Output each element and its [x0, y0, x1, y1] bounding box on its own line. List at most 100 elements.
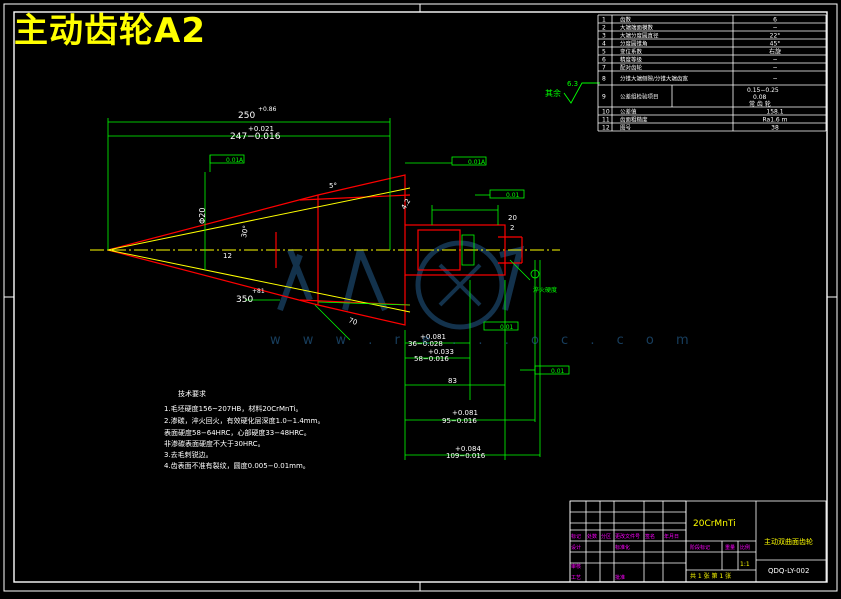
pt-row-value: 38 — [771, 125, 779, 132]
note-line-2: 2.渗碳，淬火回火，有效硬化层深度1.0−1.4mm。 — [164, 416, 324, 425]
dim-70-line — [317, 301, 411, 306]
tb-label: 设计 — [571, 544, 581, 551]
watermark-logo — [277, 240, 525, 330]
watermark-text: w w w . r e . . . o c . c o m — [270, 333, 698, 348]
dim-36-text: 36−0.028 — [408, 340, 443, 348]
fcf-2 — [451, 156, 487, 166]
title-block-grid — [569, 500, 827, 583]
fcf-4 — [483, 321, 519, 331]
title-block: 标记处数分区更改文件号签名年月日设计标准化审核工艺批准阶段标记重量比例 20Cr… — [569, 500, 827, 583]
fcf-6 — [461, 234, 475, 266]
pt-row-value: − — [772, 76, 777, 83]
pt-row-value: 45° — [770, 41, 781, 48]
upper-root — [299, 194, 411, 201]
pt-row-name: 精度等级 — [620, 56, 643, 64]
pt-row-no: 12 — [602, 125, 610, 132]
pt-row-no: 6 — [602, 57, 606, 64]
fcf-2-value: 0.01 — [468, 159, 482, 166]
tb-label: 批准 — [615, 574, 625, 581]
pt-row-value: − — [772, 57, 777, 64]
scale-text: 1:1 — [740, 561, 750, 568]
pt-row-value: 158.1 — [766, 109, 783, 116]
material-text: 20CrMnTi — [693, 519, 736, 529]
tb-label: 标准化 — [615, 544, 630, 551]
fcf-1-ref: A — [239, 157, 244, 164]
tb-stage-label: 重量 — [725, 544, 735, 551]
dim-58-up: +0.033 — [428, 348, 454, 356]
dim-109-up: +0.084 — [455, 445, 481, 453]
pt-row-value: 0.15−0.25 — [747, 87, 779, 94]
note-line-6: 4.齿表面不准有裂纹，圆度0.005−0.01mm。 — [164, 461, 310, 470]
fcf-1 — [209, 154, 245, 164]
pt-row-name: 图号 — [620, 124, 632, 132]
shaft-section — [417, 229, 461, 271]
fcf-2-ref: A — [481, 159, 486, 166]
dim-70-text: 70 — [347, 316, 358, 327]
dim-350-text: 350 — [236, 295, 253, 305]
dim-12: 12 — [223, 252, 232, 260]
cone-upper — [107, 174, 406, 251]
drawing-code: QDQ-LY-002 — [768, 567, 809, 575]
dim-250-tol: +0.86 — [258, 106, 277, 113]
dim-58-text: 58−0.016 — [414, 355, 449, 363]
notes-heading: 技术要求 — [178, 389, 206, 398]
dimension-texts: 250 +0.86 +0.021 247−0.016 Φ20 350 +81 7… — [198, 106, 557, 460]
fcf-4-value: 0.01 — [500, 324, 514, 331]
tb-stage-label: 阶段标记 — [690, 544, 710, 551]
pt-row-name: 齿数 — [620, 16, 632, 24]
side-leader — [509, 259, 531, 281]
surface-finish-symbol — [563, 82, 600, 104]
pt-row-no: 2 — [602, 25, 606, 32]
frame — [3, 3, 838, 592]
dim-phi-text: Φ20 — [198, 208, 207, 224]
pt-row-no: 5 — [602, 49, 606, 56]
pt-row-no: 7 — [602, 65, 606, 72]
pt-row-no: 8 — [602, 76, 606, 83]
pitch-lines — [107, 187, 411, 313]
pt-row-no: 11 — [602, 117, 610, 124]
feature-frames — [209, 154, 570, 375]
dim-5deg: 5° — [329, 182, 337, 190]
pt-row-no: 3 — [602, 33, 606, 40]
pt-row-name: 分度圆锥角 — [620, 40, 648, 48]
dim-4-2: 4.2 — [400, 197, 412, 211]
fcf-3-value: 0.01 — [506, 192, 520, 199]
shaft-body — [404, 224, 506, 276]
pt-row-name: 配对齿轮 — [620, 64, 643, 72]
pt-row-name: 公差值 — [620, 108, 637, 116]
pt-row-no: 4 — [602, 41, 606, 48]
fcf-1-value: 0.01 — [226, 157, 240, 164]
dim-2-text: 2 — [510, 224, 514, 232]
dim-95-text: 95−0.016 — [442, 417, 477, 425]
tb-label: 更改文件号 — [615, 533, 640, 540]
tb-label: 审核 — [571, 563, 581, 570]
dim-250-text: 250 — [238, 111, 255, 121]
pt-row-value: − — [772, 25, 777, 32]
dim-70-leader — [314, 304, 351, 341]
pitch-lower — [107, 249, 411, 313]
tb-label: 处数 — [587, 533, 597, 540]
note-line-3: 表面硬度58−64HRC，心部硬度33−48HRC。 — [164, 428, 311, 437]
param-table-grid — [597, 14, 827, 132]
pt-row-value: − — [772, 65, 777, 72]
fcf-3 — [489, 189, 525, 199]
dimensions — [107, 118, 541, 460]
datum-circle — [530, 269, 540, 279]
pt-row-value: 6 — [773, 17, 777, 24]
pt-row-name: 齿面粗糙度 — [620, 116, 648, 124]
pt-row-name: 大端分度圆直径 — [620, 32, 659, 40]
page-title: 主动齿轮A2 — [14, 11, 206, 51]
title-block-text: 标记处数分区更改文件号签名年月日设计标准化审核工艺批准阶段标记重量比例 — [571, 533, 750, 581]
pt-row-name: 变位系数 — [620, 48, 643, 56]
pt-row-value: Ra1.6 m — [762, 117, 787, 124]
pt-row-value: 22° — [770, 33, 781, 40]
finish-label: 其余 — [545, 88, 561, 98]
tb-label: 工艺 — [571, 575, 581, 581]
sheet-text: 共 1 张 第 1 张 — [690, 572, 731, 580]
pt-row-name: 公差组检验项目 — [620, 93, 659, 101]
finish-check — [563, 82, 600, 104]
side-note: 淬火硬度 — [533, 286, 557, 294]
pt-row-name: 分锥大端侧隙/分锥大端齿宽 — [620, 75, 688, 83]
